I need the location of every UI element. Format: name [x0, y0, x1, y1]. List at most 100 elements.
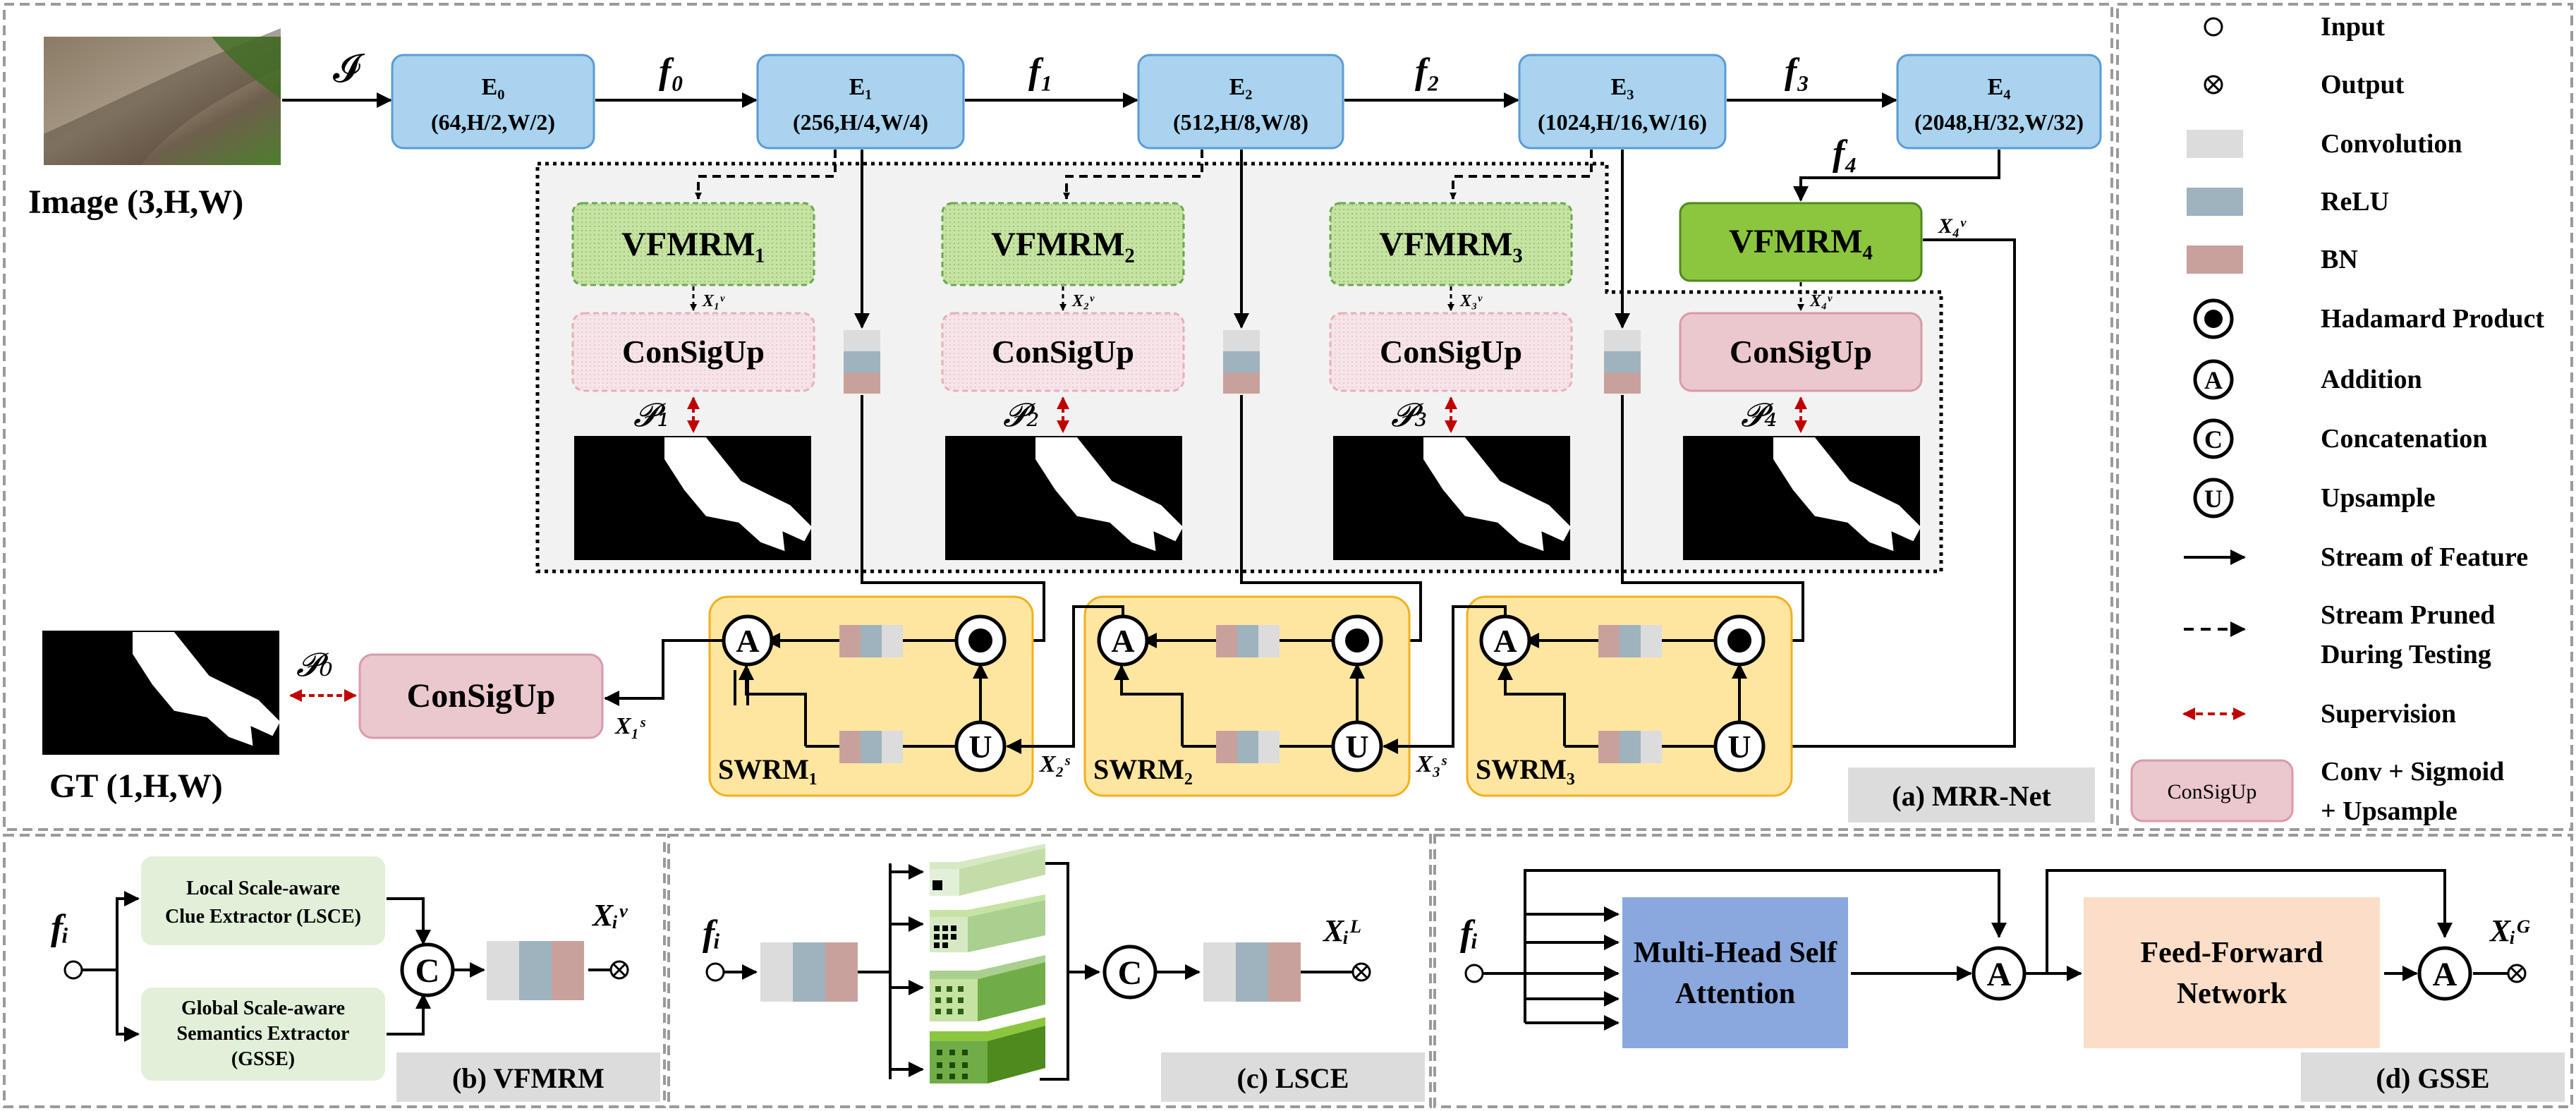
d-input-label: fᵢ [1460, 913, 1478, 954]
encoder-e0: E₀ (64,H/2,W/2) [391, 54, 595, 150]
svg-text:A: A [2433, 956, 2457, 993]
svg-text:C: C [415, 952, 440, 990]
svg-text:(512,H/8,W/8): (512,H/8,W/8) [1173, 109, 1308, 135]
gt-mask [42, 631, 281, 755]
svg-text:C: C [1118, 954, 1143, 992]
b-input-icon [63, 960, 83, 980]
legend-input: Input [2321, 12, 2385, 42]
d-add-1-icon [1972, 946, 2027, 1001]
caption-a: (a) MRR-Net [1892, 780, 2051, 812]
caption-b: (b) VFMRM [452, 1062, 604, 1094]
swrm-1-add: A [722, 614, 774, 667]
feature-f2: f₂ [1415, 51, 1440, 92]
b-lsce-box [141, 856, 385, 945]
swrm-crb-2b [1216, 731, 1280, 763]
d-mhsa-line2: Attention [1675, 978, 1795, 1010]
feature-f3: f₃ [1785, 51, 1809, 92]
legend-upsample: Upsample [2321, 483, 2436, 513]
legend-consigup-icon [2130, 759, 2294, 822]
vfmrm-1: VFMRM₁ [571, 202, 815, 286]
c-input-label: fᵢ [703, 913, 721, 954]
encoder-e2: E₂ (512,H/8,W/8) [1137, 54, 1344, 150]
d-ffn-line1: Feed-Forward [2141, 937, 2323, 969]
pred-mask-2 [945, 436, 1184, 560]
panel-b: fᵢ Local Scale-aware Clue Extractor (LSC… [51, 856, 660, 1102]
b-input-label: fᵢ [51, 908, 69, 948]
swrm-3-hadamard [1713, 614, 1766, 667]
caption-c: (c) LSCE [1237, 1062, 1349, 1094]
legend-relu-icon [2187, 188, 2243, 216]
legend-supervision: Supervision [2321, 699, 2456, 729]
swrm-1-hadamard [954, 614, 1007, 667]
b-lsce-line2: Clue Extractor (LSCE) [165, 906, 361, 928]
swrm-crb-1b [839, 731, 903, 763]
vfmrm-to-consigup [690, 282, 1804, 311]
feature-f0: f₀ [659, 51, 684, 92]
swrm-crb-1a [839, 625, 903, 657]
vfmrm-4: VFMRM₄ [1679, 202, 1923, 282]
svg-text:E₄: E₄ [1988, 74, 2011, 100]
c-concat-icon [1102, 945, 1158, 1000]
svg-text:ConSigUp: ConSigUp [407, 677, 556, 715]
swrm-links [604, 605, 1507, 754]
x3-s: X₃ˢ [1416, 751, 1447, 777]
crb-stack-2 [1223, 330, 1260, 394]
svg-text:A: A [1493, 623, 1517, 659]
b-gsse-line1: Global Scale-aware [181, 997, 345, 1019]
vfmrm-3: VFMRM₃ [1329, 202, 1573, 286]
pred-1: 𝓟₁ [633, 396, 670, 434]
consigup-2: ConSigUp [941, 312, 1185, 392]
d-output-label: Xᵢᴳ [2489, 913, 2530, 948]
svg-text:A: A [1987, 956, 2012, 993]
consigup-3: ConSigUp [1329, 312, 1573, 392]
c-input-icon [705, 962, 725, 982]
encoder-e4: E₄ (2048,H/32,W/32) [1896, 54, 2102, 150]
legend: Input Output Convolution ReLU BN Hadamar… [2130, 12, 2544, 826]
swrm-2-add: A [1097, 614, 1149, 667]
x2-s: X₂ˢ [1039, 751, 1071, 777]
svg-text:(2048,H/32,W/32): (2048,H/32,W/32) [1914, 109, 2084, 135]
c-output-label: Xᵢᴸ [1322, 913, 1361, 948]
x3-v: X₃ᵛ [1459, 292, 1483, 310]
pred-0: 𝓟₀ [296, 645, 333, 684]
pred-3: 𝓟₃ [1391, 396, 1428, 434]
x1-v: X₁ᵛ [702, 292, 725, 310]
svg-text:ConSigUp: ConSigUp [2168, 780, 2257, 803]
b-concat-icon [400, 942, 455, 997]
legend-consigup-2: + Upsample [2321, 796, 2457, 826]
svg-text:U: U [968, 729, 992, 765]
input-image [44, 28, 281, 165]
b-gsse-line3: (GSSE) [231, 1048, 295, 1070]
swrm-3-add: A [1479, 614, 1531, 667]
legend-stream: Stream of Feature [2321, 542, 2528, 572]
legend-concat-icon [2193, 418, 2234, 459]
svg-text:A: A [736, 623, 759, 659]
legend-addition: Addition [2321, 365, 2422, 394]
legend-bn-icon [2187, 245, 2243, 274]
svg-text:A: A [2204, 366, 2223, 394]
d-ffn-box [2084, 897, 2380, 1048]
svg-text:E₂: E₂ [1229, 74, 1253, 100]
d-mhsa-box [1622, 897, 1848, 1048]
svg-text:(1024,H/16,W/16): (1024,H/16,W/16) [1538, 109, 1707, 135]
swrm-crb-3a [1598, 625, 1662, 657]
d-ffn-line2: Network [2177, 978, 2288, 1010]
svg-text:VFMRM₁: VFMRM₁ [621, 226, 765, 263]
caption-d-bg [2301, 1052, 2565, 1102]
b-lsce-line1: Local Scale-aware [186, 878, 340, 899]
pred-2: 𝓟₂ [1003, 396, 1040, 434]
d-mhsa-line1: Multi-Head Self [1634, 937, 1837, 969]
swrm-2-upsample: U [1331, 720, 1383, 772]
b-gsse-box [141, 988, 385, 1081]
svg-text:SWRM₃: SWRM₃ [1476, 753, 1575, 785]
consigup-4: ConSigUp [1679, 312, 1923, 392]
svg-text:ConSigUp: ConSigUp [622, 334, 765, 370]
c-3d-blocks [930, 844, 1045, 1083]
consigup-1: ConSigUp [571, 312, 815, 392]
pred-mask-1 [574, 436, 813, 560]
legend-border [2116, 3, 2573, 831]
x2-v: X₂ᵛ [1071, 292, 1095, 310]
supervision-arrows [687, 396, 1807, 433]
svg-text:SWRM₂: SWRM₂ [1093, 753, 1193, 785]
panel-d-border [1433, 834, 2573, 1108]
